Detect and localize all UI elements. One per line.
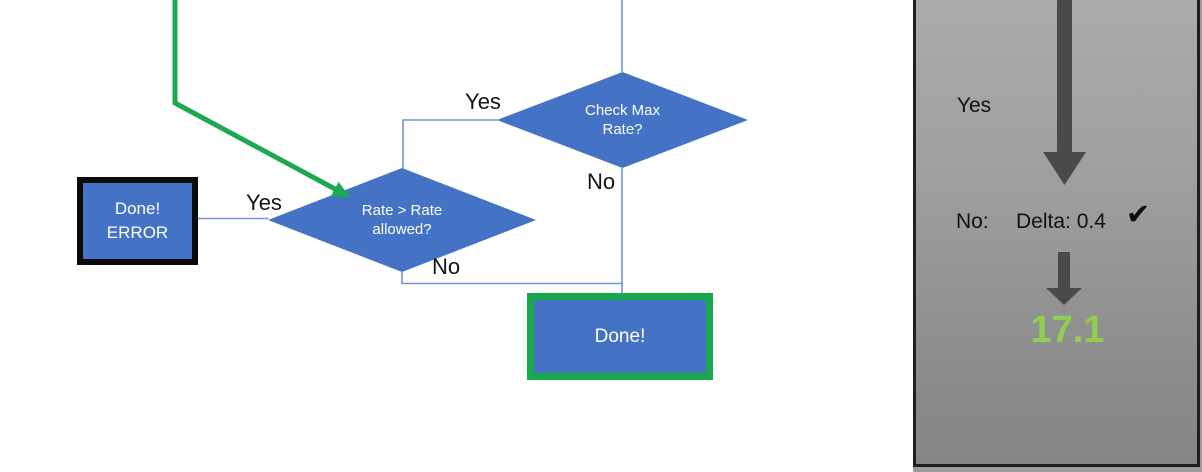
decision-label: Rate > Rate allowed? <box>361 202 443 238</box>
panel-no-label: No: <box>956 210 989 233</box>
edge-label-check-max-yes: Yes <box>465 89 501 114</box>
edge-label-check-max-no: No <box>586 169 616 194</box>
terminal-done-error: Done! ERROR <box>77 177 198 265</box>
edge-label-rate-yes: Yes <box>246 190 282 215</box>
decision-rate-allowed: Rate > Rate allowed? <box>268 168 536 272</box>
panel-result-value: 17.1 <box>1030 309 1105 351</box>
terminal-done: Done! <box>527 293 713 380</box>
panel-yes-label: Yes <box>956 94 992 117</box>
edge-label-rate-no: No <box>431 254 461 279</box>
decision-check-max-rate: Check Max Rate? <box>497 72 748 168</box>
check-mark-icon: ✔ <box>1126 197 1151 231</box>
highlight-path-arrow <box>172 0 350 199</box>
decision-label: Check Max Rate? <box>584 102 661 138</box>
status-panel <box>913 0 1200 467</box>
panel-delta-value: Delta: 0.4 <box>1016 210 1106 233</box>
